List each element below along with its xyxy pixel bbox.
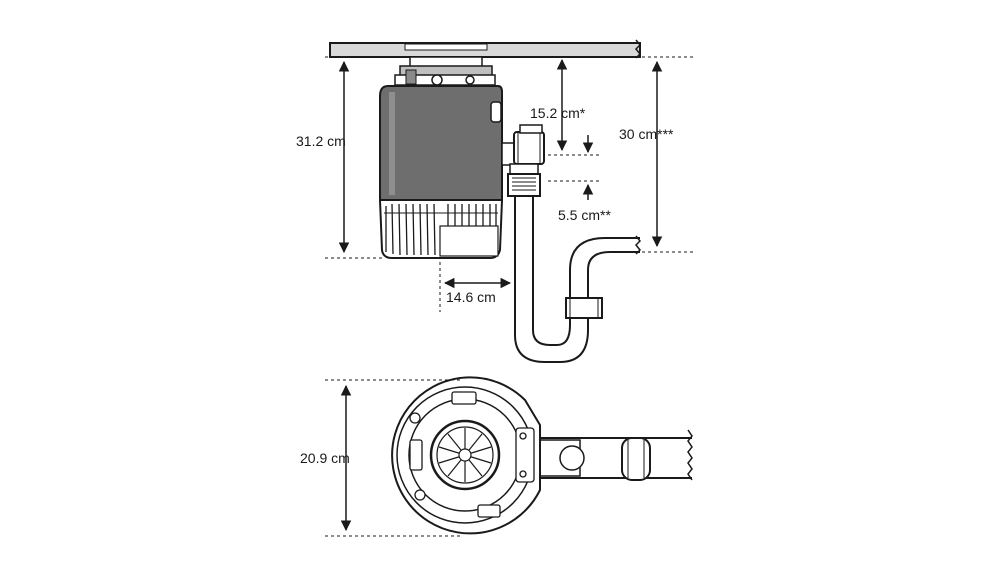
diameter-label: 20.9 cm	[300, 450, 350, 466]
mounting-lugs	[409, 391, 535, 518]
outlet-offset-label: 14.6 cm	[446, 289, 496, 305]
outlet-spacing-label: 5.5 cm**	[558, 207, 611, 223]
top-view	[325, 376, 693, 537]
dim-height-total	[325, 56, 382, 259]
inlet-drop-label: 15.2 cm*	[530, 105, 586, 121]
body-tab	[490, 101, 502, 123]
mounting-assembly	[394, 56, 496, 86]
disposer-body	[379, 85, 503, 201]
countertop-break	[634, 39, 642, 59]
sink-flange	[404, 43, 488, 51]
dim-outlet-spacing	[548, 180, 600, 200]
drain-pipe	[501, 124, 642, 363]
side-view	[325, 39, 695, 363]
dim-outlet-offset	[439, 262, 512, 312]
height-total-label: 31.2 cm	[296, 133, 346, 149]
drain-height-label: 30 cm***	[619, 126, 674, 142]
top-drain-pipe	[530, 429, 693, 481]
dim-inlet-drop	[548, 58, 600, 156]
dim-drain-height	[642, 56, 695, 253]
disposer-base	[378, 199, 504, 259]
dim-diameter	[325, 379, 460, 537]
